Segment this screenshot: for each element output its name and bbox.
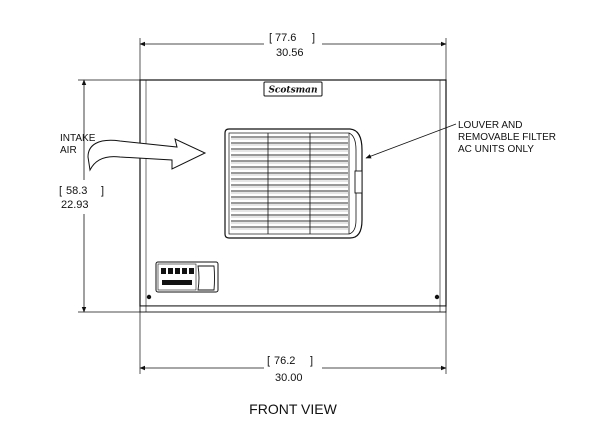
screw-right — [434, 294, 440, 300]
louver-filter — [224, 128, 363, 239]
intake-label-line1: INTAKE — [60, 133, 96, 144]
intake-air-arrow-icon — [87, 138, 207, 172]
top-bracket-open: [ — [269, 32, 272, 44]
indicator-lights — [161, 268, 194, 274]
intake-label-line2: AIR — [60, 145, 77, 156]
control-panel — [155, 261, 219, 293]
side-dimension-metric: 58.3 — [66, 185, 87, 197]
screw-left — [146, 294, 152, 300]
side-bracket-open: [ — [59, 185, 62, 197]
louver-label-line3: AC UNITS ONLY — [458, 144, 534, 155]
brand-logo: Scotsman — [268, 86, 317, 96]
bottom-dimension: [ 76.2 ] 30.00 — [139, 312, 447, 386]
top-dimension-metric: 77.6 — [275, 32, 296, 44]
louver-callout: LOUVER AND REMOVABLE FILTER AC UNITS ONL… — [365, 120, 556, 159]
top-bracket-close: ] — [312, 32, 315, 44]
brand-badge: Scotsman — [263, 81, 323, 97]
top-dimension: [ 77.6 ] 30.56 — [139, 28, 447, 80]
side-dimension-inch: 22.93 — [61, 199, 89, 211]
bottom-bracket-close: ] — [310, 355, 313, 367]
bottom-dimension-metric: 76.2 — [274, 355, 295, 367]
view-title: FRONT VIEW — [249, 401, 337, 417]
louver-slats — [231, 136, 348, 230]
filter-handle[interactable] — [354, 170, 363, 194]
side-bracket-close: ] — [101, 185, 104, 197]
bottom-dimension-inch: 30.00 — [275, 372, 303, 384]
side-dimension: [ 58.3 ] 22.93 — [58, 79, 140, 313]
bottom-bracket-open: [ — [267, 355, 270, 367]
louver-label-line2: REMOVABLE FILTER — [458, 132, 556, 143]
power-switch[interactable] — [197, 265, 215, 291]
louver-label-line1: LOUVER AND — [458, 120, 522, 131]
top-dimension-inch: 30.56 — [276, 47, 304, 59]
